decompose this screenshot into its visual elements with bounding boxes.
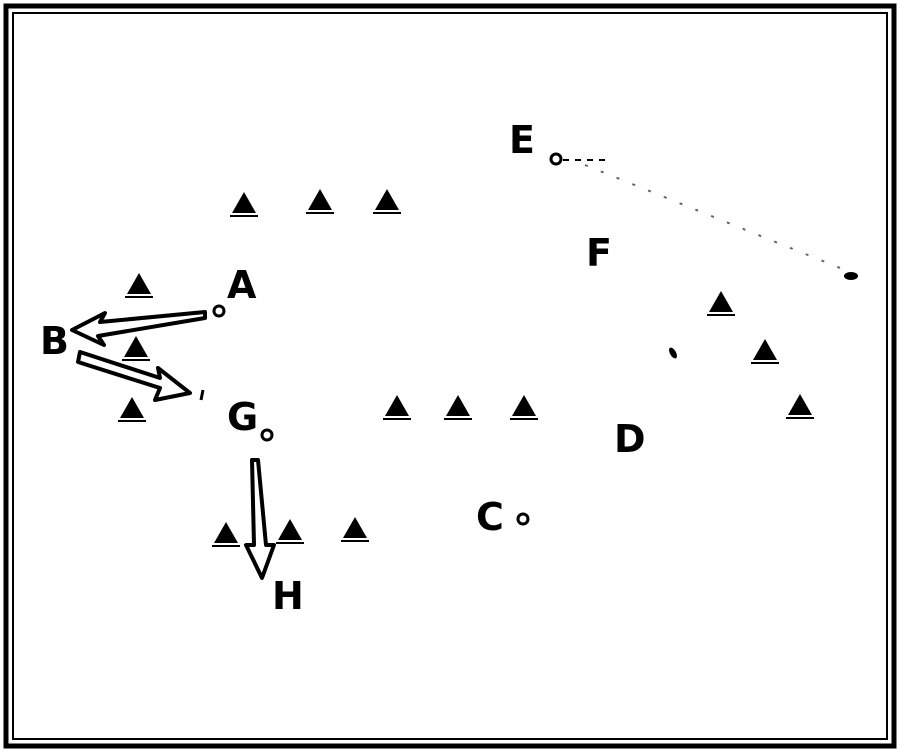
point-a-dot [212,304,226,318]
arrow-g-to-h [244,458,276,580]
cone-icon [120,397,144,418]
outer-frame [3,3,897,749]
label-b: B [40,319,69,363]
cone-icon [214,522,238,543]
label-c: C [476,495,504,539]
mark-near-d [669,347,677,359]
cone-icon [343,517,367,538]
label-h: H [272,574,304,618]
cone-icon [709,291,733,312]
mark-right-edge [844,272,858,280]
cone-icon [308,189,332,210]
cone-icon [278,519,302,540]
label-f: F [586,231,612,275]
label-d: D [614,417,646,461]
inner-frame [12,12,888,740]
point-c-dot [516,512,530,526]
arrow-b-to-g [76,350,192,402]
cone-icon [788,394,812,415]
cone-icon [446,395,470,416]
label-g: G [227,395,258,439]
label-e: E [509,118,535,162]
point-g-dot [260,428,274,442]
cone-icon [385,395,409,416]
cone-markers [118,189,814,547]
cone-icon [124,336,148,357]
cone-icon [753,339,777,360]
label-a: A [227,263,257,307]
point-e-dot [549,152,563,166]
cone-icon [127,273,151,294]
arrow-a-to-b [70,310,207,347]
cone-icon [232,192,256,213]
cone-icon [375,189,399,210]
dotted-line-e-right [584,164,846,271]
cone-icon [512,395,536,416]
tick-mark-near-b [199,389,205,401]
